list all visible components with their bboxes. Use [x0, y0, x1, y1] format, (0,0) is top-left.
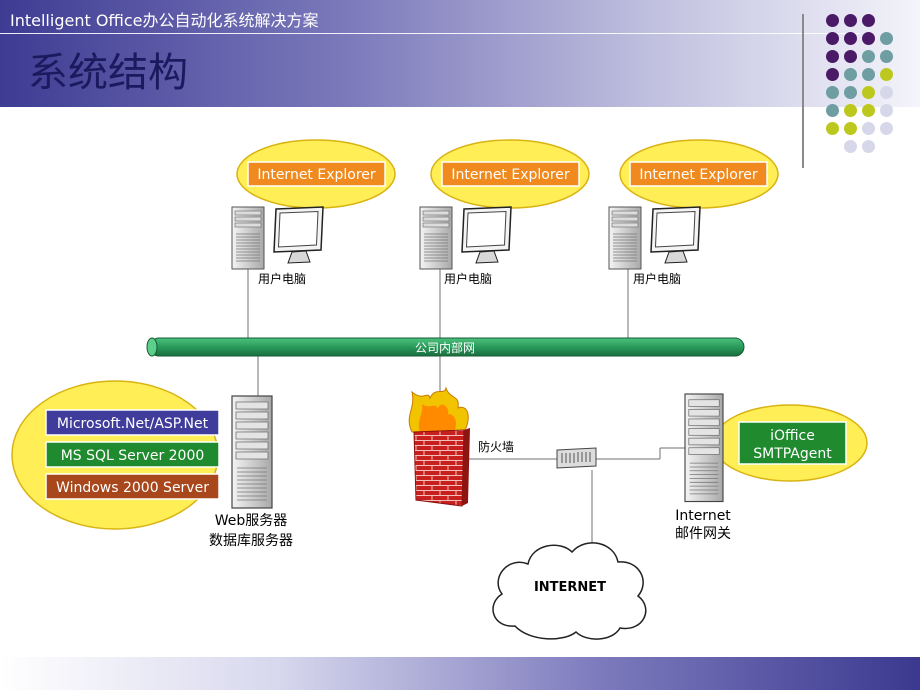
decor-divider	[802, 14, 804, 168]
decor-dot	[862, 50, 875, 63]
server-group: Microsoft.Net/ASP.Net MS SQL Server 2000…	[11, 380, 293, 549]
decor-dot	[862, 32, 875, 45]
client-1-browser-label: Internet Explorer	[257, 167, 376, 183]
gateway-label-line1: Internet	[675, 508, 731, 524]
server-label-line1: Web服务器	[215, 513, 288, 529]
client-3-label: 用户电脑	[633, 271, 681, 286]
decor-dot	[844, 68, 857, 81]
decor-dot	[826, 68, 839, 81]
decor-dot	[826, 50, 839, 63]
decor-dot	[826, 104, 839, 117]
client-1-browser-box	[247, 161, 386, 187]
firewall-icon: 防火墙	[408, 386, 514, 507]
decor-dot	[880, 104, 893, 117]
decor-dot	[880, 122, 893, 135]
software-label-windows: Windows 2000 Server	[56, 480, 209, 496]
internet-cloud-icon: INTERNET	[492, 542, 647, 640]
network-switch-icon	[556, 447, 597, 469]
slide-title: 系统结构	[28, 50, 188, 96]
decor-dot	[862, 104, 875, 117]
gateway-label-line2: 邮件网关	[675, 526, 731, 542]
software-box-sql	[45, 441, 220, 468]
decor-dot	[844, 14, 857, 27]
decor-dot	[862, 140, 875, 153]
software-label-dotnet: Microsoft.Net/ASP.Net	[57, 416, 209, 432]
decor-dot	[862, 14, 875, 27]
intranet-label: 公司内部网	[415, 340, 475, 355]
client-2-browser-label: Internet Explorer	[451, 167, 570, 183]
decor-dot	[880, 50, 893, 63]
client-2-browser-box	[441, 161, 580, 187]
agent-label-line2: SMTPAgent	[753, 446, 832, 462]
agent-box	[738, 421, 847, 465]
software-box-dotnet	[45, 409, 220, 436]
internet-label: INTERNET	[534, 580, 606, 595]
client-2-label: 用户电脑	[444, 271, 492, 286]
client-2: Internet Explorer 用户电脑	[419, 139, 590, 286]
software-label-sql: MS SQL Server 2000	[61, 448, 205, 464]
decor-dot	[826, 122, 839, 135]
decor-dot	[880, 32, 893, 45]
client-3-browser-box	[629, 161, 768, 187]
server-label-line2: 数据库服务器	[209, 533, 293, 549]
decor-dot	[880, 86, 893, 99]
decor-dot	[862, 86, 875, 99]
decor-dot	[862, 122, 875, 135]
decor-dot	[844, 122, 857, 135]
software-box-windows	[45, 473, 220, 500]
gateway-group: iOffice SMTPAgent Internet 邮件网关	[675, 393, 868, 542]
decor-dot	[844, 32, 857, 45]
decor-dot	[826, 14, 839, 27]
decor-dot	[862, 68, 875, 81]
client-3: Internet Explorer 用户电脑	[608, 139, 779, 286]
decor-dot	[826, 32, 839, 45]
header-divider	[0, 33, 860, 34]
slide-subtitle: Intelligent Office办公自动化系统解决方案	[10, 11, 319, 30]
decor-dot	[844, 86, 857, 99]
firewall-label: 防火墙	[478, 439, 514, 454]
client-1-label: 用户电脑	[258, 271, 306, 286]
decor-dot	[826, 86, 839, 99]
client-3-browser-label: Internet Explorer	[639, 167, 758, 183]
decor-dot	[844, 50, 857, 63]
decor-dot	[844, 140, 857, 153]
agent-label-line1: iOffice	[770, 428, 815, 444]
client-1: Internet Explorer 用户电脑	[231, 139, 396, 286]
connection-lines	[247, 268, 686, 544]
decor-dot	[880, 68, 893, 81]
intranet-pipe: 公司内部网	[146, 337, 745, 357]
decor-dot	[844, 104, 857, 117]
footer-bar	[0, 657, 920, 690]
header-bar	[0, 0, 920, 107]
